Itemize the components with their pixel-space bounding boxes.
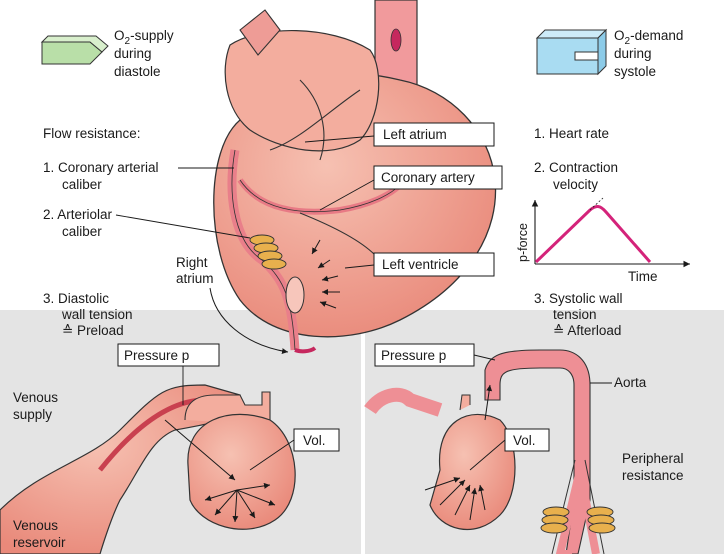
demand-socket-icon — [537, 30, 606, 74]
aorta-label: Aorta — [614, 375, 647, 390]
volume-label-right: Vol. — [513, 433, 536, 448]
graph-ylabel: p-force — [516, 223, 530, 262]
heart-rate-label: 1. Heart rate — [534, 126, 609, 141]
demand-label-2: during — [614, 46, 652, 61]
supply-label-2: during — [114, 46, 152, 61]
contraction-velocity-label-2: velocity — [553, 177, 598, 192]
coronary-artery-label: Coronary artery — [381, 170, 475, 185]
peripheral-resistance-label-2: resistance — [622, 468, 684, 483]
left-ventricle-label: Left ventricle — [382, 257, 459, 272]
venous-reservoir-label-2: reservoir — [13, 535, 66, 550]
systolic-tension-label: 3. Systolic wall — [534, 291, 623, 306]
contraction-velocity-label: 2. Contraction — [534, 160, 618, 175]
venous-reservoir-label: Venous — [13, 518, 58, 533]
coronary-caliber-label: 1. Coronary arterial — [43, 160, 159, 175]
systolic-tension-label-3: ≙ Afterload — [553, 323, 621, 338]
systolic-tension-label-2: tension — [553, 307, 597, 322]
force-curve — [536, 206, 650, 262]
pressure-label-left: Pressure p — [124, 348, 189, 363]
demand-label: O2-demand — [614, 28, 683, 47]
peripheral-resistance-label: Peripheral — [622, 451, 684, 466]
graph-xlabel: Time — [628, 269, 658, 284]
coronary-caliber-label-2: caliber — [62, 177, 102, 192]
flow-resistance-heading: Flow resistance: — [43, 126, 141, 141]
venous-supply-label-2: supply — [13, 407, 52, 422]
right-atrium-label-2: atrium — [176, 271, 214, 286]
diastolic-tension-label-2: wall tension — [61, 307, 133, 322]
supply-label: O2-supply — [114, 28, 174, 47]
arteriolar-caliber-label-2: caliber — [62, 224, 102, 239]
left-atrium-label: Left atrium — [383, 127, 447, 142]
right-atrium-label: Right — [176, 255, 208, 270]
diastolic-tension-label: 3. Diastolic — [43, 291, 109, 306]
force-time-graph: p-force Time — [516, 198, 690, 284]
arteriolar-caliber-label: 2. Arteriolar — [43, 207, 113, 222]
peripheral-coil-right — [587, 507, 615, 533]
peripheral-coil-left — [541, 507, 569, 533]
diastolic-tension-label-3: ≙ Preload — [62, 323, 124, 338]
supply-label-3: diastole — [114, 64, 161, 79]
pressure-label-right: Pressure p — [381, 348, 446, 363]
supply-arrow-icon — [42, 36, 108, 64]
volume-label-left: Vol. — [303, 433, 326, 448]
venous-supply-label: Venous — [13, 390, 58, 405]
demand-label-3: systole — [614, 64, 656, 79]
